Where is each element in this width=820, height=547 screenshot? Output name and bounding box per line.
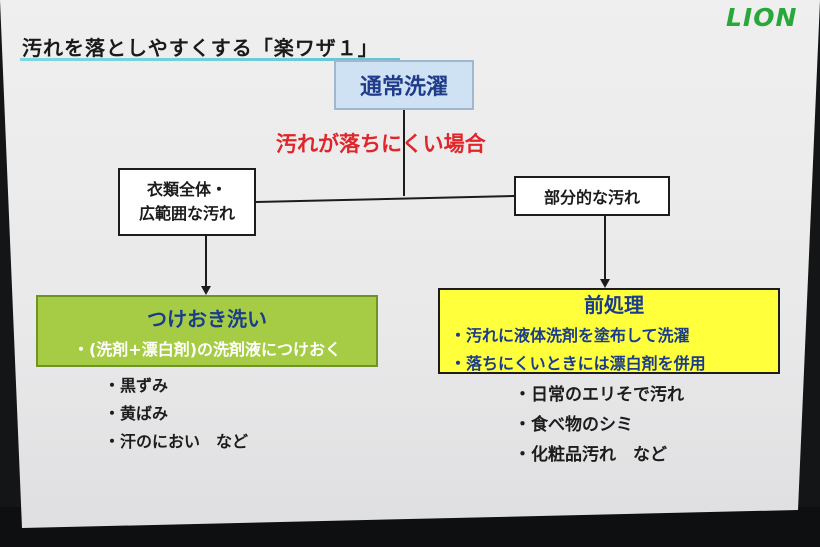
lion-logo: LION [726, 3, 798, 32]
soak-wash-box: つけおき洗い ・(洗剤+漂白剤)の洗剤液につけおく [36, 295, 378, 367]
arrowhead-right [600, 279, 610, 288]
title-underline [20, 58, 400, 61]
list-item: ・黄ばみ [104, 404, 169, 423]
soak-wash-title: つけおき洗い [147, 306, 267, 331]
soak-examples-list: ・黒ずみ ・黄ばみ ・汗のにおい など [104, 372, 248, 456]
list-item: ・食べ物のシミ [514, 415, 633, 435]
whole-garment-box: 衣類全体・ 広範囲な汚れ [118, 168, 256, 236]
branch-condition-label: 汚れが落ちにくい場合 [276, 132, 486, 156]
list-item: ・汗のにおい など [104, 432, 249, 451]
normal-wash-box: 通常洗濯 [334, 60, 474, 110]
pretreatment-box: 前処理 ・汚れに液体洗剤を塗布して洗濯 ・落ちにくいときには漂白剤を併用 [438, 288, 780, 374]
pretreatment-examples-list: ・日常のエリそで汚れ ・食べ物のシミ ・化粧品汚れ など [514, 380, 684, 470]
pretreatment-line-2: ・落ちにくいときには漂白剤を併用 [450, 353, 706, 373]
list-item: ・化粧品汚れ など [514, 445, 667, 465]
whole-garment-line-2: 広範囲な汚れ [138, 204, 235, 223]
list-item: ・黒ずみ [104, 376, 169, 395]
list-item: ・日常のエリそで汚れ [514, 385, 684, 405]
arrowhead-left [201, 286, 211, 295]
partial-stain-label: 部分的な汚れ [543, 188, 640, 207]
slide-title: 汚れを落としやすくする「楽ワザ１」 [22, 36, 379, 60]
soak-wash-line: ・(洗剤+漂白剤)の洗剤液につけおく [72, 339, 342, 359]
connector-horizontal [255, 195, 515, 203]
pretreatment-line-1: ・汚れに液体洗剤を塗布して洗濯 [450, 325, 690, 345]
normal-wash-label: 通常洗濯 [359, 75, 448, 100]
partial-stain-box: 部分的な汚れ [514, 176, 670, 216]
pretreatment-title: 前処理 [584, 292, 644, 317]
whole-garment-line-1: 衣類全体・ [146, 180, 227, 199]
